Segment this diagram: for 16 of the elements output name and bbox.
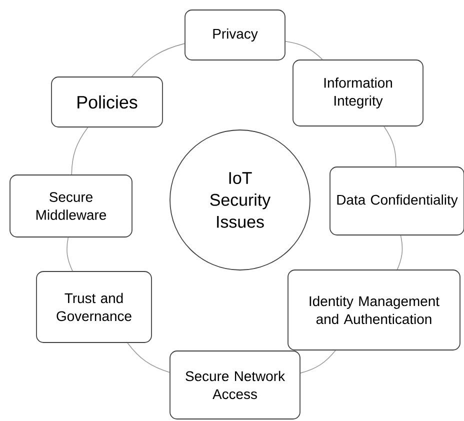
ring-arc (127, 342, 170, 373)
ring-arc (71, 127, 88, 175)
ring-arc (384, 126, 396, 167)
topic-box: Policies (51, 76, 163, 128)
ring-arc (300, 350, 336, 374)
ring-arc (66, 237, 73, 272)
topic-box: Privacy (184, 10, 286, 60)
topic-box: Trust and Governance (36, 271, 152, 343)
topic-box: Identity Management and Authentication (288, 270, 460, 350)
topic-box: Secure Network Access (170, 350, 300, 420)
topic-box: Data Confidentiality (330, 166, 464, 236)
topic-box: Information Integrity (292, 60, 424, 126)
ring-arc (396, 235, 403, 270)
ring-arc (132, 43, 185, 77)
topic-box: Secure Middleware (10, 174, 132, 238)
ring-arc (285, 41, 323, 60)
